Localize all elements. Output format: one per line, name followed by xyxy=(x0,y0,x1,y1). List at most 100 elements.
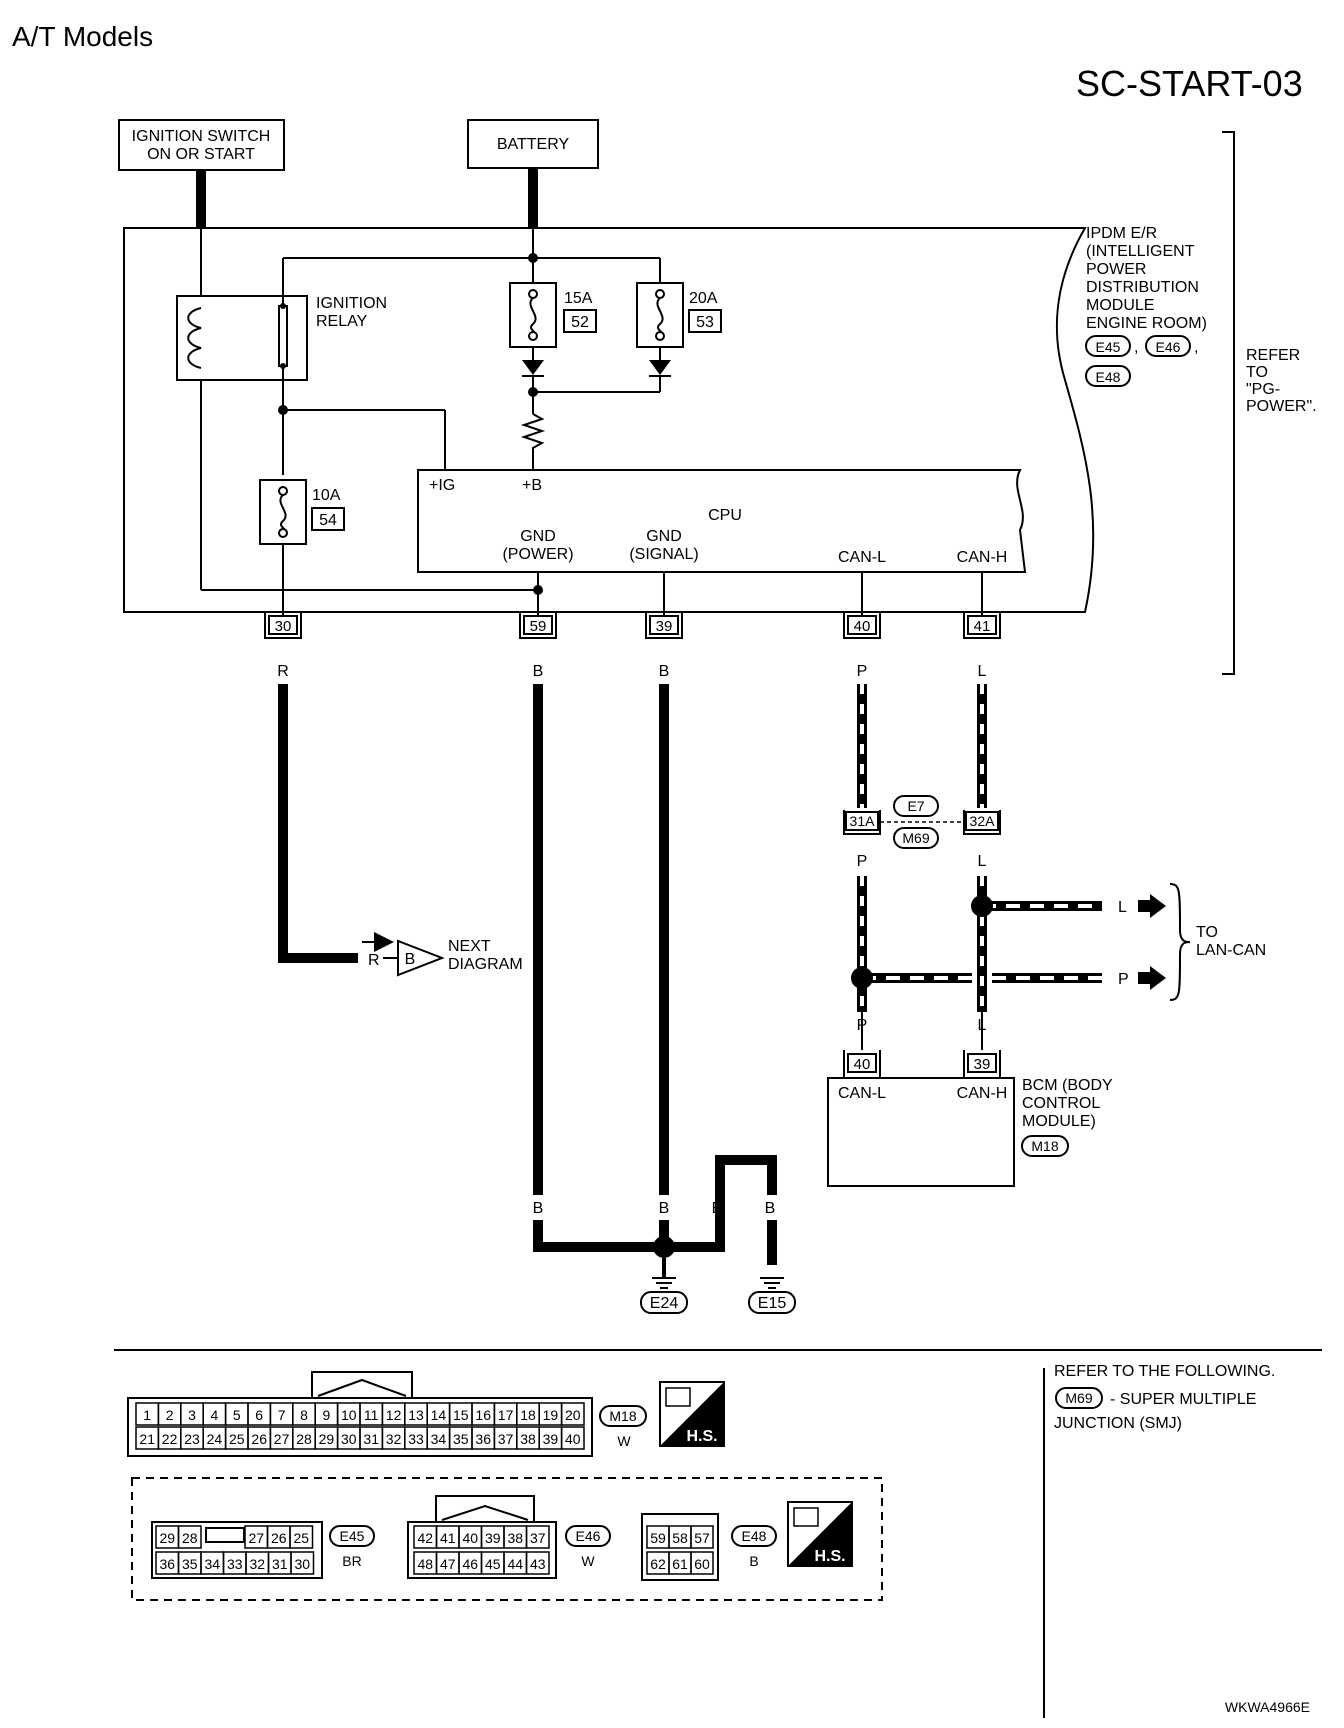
cavity-number: 24 xyxy=(207,1431,223,1447)
ipdm-label: IPDM E/R (INTELLIGENT POWER DISTRIBUTION… xyxy=(1085,225,1207,387)
cavity-number: 25 xyxy=(293,1530,309,1546)
svg-text:53: 53 xyxy=(696,314,714,331)
svg-text:M69: M69 xyxy=(902,830,929,846)
connector-e46-label: E46 xyxy=(1156,339,1181,355)
cavity-number: 60 xyxy=(694,1556,710,1572)
svg-text:+IG: +IG xyxy=(429,477,455,494)
svg-text:- SUPER MULTIPLE: - SUPER MULTIPLE xyxy=(1110,1391,1256,1408)
svg-text:JUNCTION (SMJ): JUNCTION (SMJ) xyxy=(1054,1415,1182,1432)
cavity-number: 2 xyxy=(166,1407,174,1423)
refer-pg-power: REFER TO "PG- POWER". xyxy=(1246,347,1317,415)
cavity-number: 26 xyxy=(271,1530,287,1546)
svg-text:E15: E15 xyxy=(758,1295,787,1312)
svg-text:32A: 32A xyxy=(970,813,996,829)
cavity-number: 47 xyxy=(440,1556,456,1572)
svg-text:E46: E46 xyxy=(576,1528,601,1544)
svg-text:E7: E7 xyxy=(907,798,924,814)
cavity-number: 44 xyxy=(507,1556,523,1572)
lan-can-label: LAN-CAN xyxy=(1196,942,1266,959)
ignition-switch-box: IGNITION SWITCH ON OR START xyxy=(118,119,285,171)
svg-text:59: 59 xyxy=(530,618,547,635)
wire-color-l: L xyxy=(1118,899,1127,916)
wire-color-b: B xyxy=(533,1200,544,1217)
svg-text:40: 40 xyxy=(854,618,871,635)
cavity-number: 37 xyxy=(498,1431,514,1447)
svg-text:54: 54 xyxy=(319,512,337,529)
svg-text:CAN-H: CAN-H xyxy=(957,1085,1008,1102)
fuse-54: 10A 54 xyxy=(259,479,345,545)
cavity-number: 9 xyxy=(323,1407,331,1423)
next-diagram-label: DIAGRAM xyxy=(448,956,523,973)
svg-text:DISTRIBUTION: DISTRIBUTION xyxy=(1086,279,1199,296)
ipdm-pin-41: 41 xyxy=(963,612,1001,639)
svg-text:(INTELLIGENT: (INTELLIGENT xyxy=(1086,243,1195,260)
cavity-number: 43 xyxy=(530,1556,546,1572)
cavity-number: 22 xyxy=(162,1431,178,1447)
svg-text:MODULE: MODULE xyxy=(1086,297,1154,314)
svg-text:10A: 10A xyxy=(312,487,341,504)
cavity-number: 29 xyxy=(159,1530,175,1546)
svg-text:E24: E24 xyxy=(650,1295,679,1312)
ground-e15: E15 xyxy=(748,1277,796,1314)
cavity-number: 38 xyxy=(507,1530,523,1546)
cavity-number: 27 xyxy=(248,1530,264,1546)
cavity-number: 33 xyxy=(408,1431,424,1447)
cavity-number: 18 xyxy=(520,1407,536,1423)
cavity-number: 34 xyxy=(204,1556,220,1572)
cavity-number: 61 xyxy=(672,1556,688,1572)
cavity-number: 57 xyxy=(694,1530,710,1546)
can-wires xyxy=(851,684,1102,1012)
cavity-number: 30 xyxy=(341,1431,357,1447)
connector-cavity xyxy=(525,1525,550,1549)
svg-text:REFER: REFER xyxy=(1246,347,1300,364)
wire-color-p: P xyxy=(857,663,868,680)
svg-text:BCM (BODY: BCM (BODY xyxy=(1022,1077,1113,1094)
cavity-number: 31 xyxy=(272,1556,288,1572)
svg-text:CAN-H: CAN-H xyxy=(957,549,1008,566)
wire-color-r: R xyxy=(368,952,380,969)
junction-connector: 31A 32A E7 M69 xyxy=(843,795,1001,849)
wire-color-p: P xyxy=(857,853,868,870)
cavity-number: 40 xyxy=(462,1530,478,1546)
svg-text:CAN-L: CAN-L xyxy=(838,1085,886,1102)
cavity-number: 30 xyxy=(294,1556,310,1572)
wire-color-r: R xyxy=(277,663,289,680)
cavity-number: 14 xyxy=(431,1407,447,1423)
ipdm-pin-39: 39 xyxy=(645,612,683,639)
svg-text:POWER".: POWER". xyxy=(1246,398,1317,415)
next-diagram-arrow: B xyxy=(397,939,445,977)
cavity-number: 36 xyxy=(159,1556,175,1572)
svg-text:(POWER): (POWER) xyxy=(502,546,573,563)
svg-text:41: 41 xyxy=(974,618,991,635)
section-title: A/T Models xyxy=(12,21,153,52)
cavity-number: 4 xyxy=(211,1407,219,1423)
connector-cavity xyxy=(690,1551,714,1575)
cavity-number: 42 xyxy=(417,1530,433,1546)
svg-text:W: W xyxy=(581,1553,595,1569)
cavity-number: 26 xyxy=(251,1431,267,1447)
cpu-block: +IG +B CPU GND (POWER) GND (SIGNAL) CAN-… xyxy=(417,469,1027,573)
svg-text:IGNITION: IGNITION xyxy=(316,295,387,312)
cavity-number: 62 xyxy=(650,1556,666,1572)
wire-color-b: B xyxy=(765,1200,776,1217)
svg-text:31A: 31A xyxy=(850,813,876,829)
svg-text:B: B xyxy=(749,1553,758,1569)
cavity-number: 39 xyxy=(485,1530,501,1546)
connector-cavity xyxy=(290,1551,315,1575)
cavity-number: 59 xyxy=(650,1530,666,1546)
cavity-number: 1 xyxy=(143,1407,151,1423)
diagram-code: SC-START-03 xyxy=(1076,63,1303,104)
svg-text:M18: M18 xyxy=(1031,1138,1058,1154)
connector-cavity xyxy=(289,1525,314,1549)
svg-text:MODULE): MODULE) xyxy=(1022,1113,1096,1130)
wire-color-p: P xyxy=(1118,971,1129,988)
cavity-number: 21 xyxy=(139,1431,155,1447)
cavity-number: 25 xyxy=(229,1431,245,1447)
connector-cavity xyxy=(560,1426,585,1450)
svg-text:GND: GND xyxy=(520,528,556,545)
cavity-number: 29 xyxy=(319,1431,335,1447)
cavity-number: 41 xyxy=(440,1530,456,1546)
